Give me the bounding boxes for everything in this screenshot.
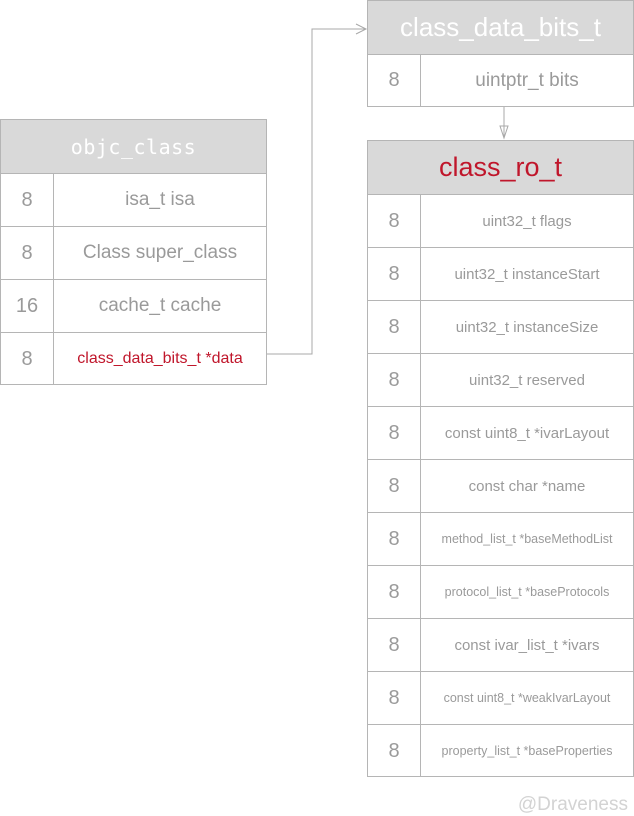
class-data-bits-title: class_data_bits_t <box>368 1 633 55</box>
field-size: 8 <box>368 195 421 247</box>
table-row: 16 cache_t cache <box>1 280 266 333</box>
field-decl: isa_t isa <box>125 189 195 210</box>
field-decl: uintptr_t bits <box>475 69 579 91</box>
table-row: 8 uintptr_t bits <box>368 55 633 106</box>
class-ro-title: class_ro_t <box>368 141 633 195</box>
class-data-bits-table: class_data_bits_t 8 uintptr_t bits <box>367 0 634 107</box>
table-row: 8 const char *name <box>368 460 633 513</box>
watermark: @Draveness <box>517 794 628 815</box>
data-pointer-field: class_data_bits_t *data <box>77 350 243 367</box>
field-size: 8 <box>368 672 421 724</box>
objc-class-title: objc_class <box>1 120 266 174</box>
field-size: 8 <box>368 407 421 459</box>
table-row: 8 uint32_t instanceSize <box>368 301 633 354</box>
data-to-bits-arrowhead <box>355 23 368 35</box>
field-decl: uint32_t reserved <box>469 371 585 389</box>
field-size: 16 <box>1 280 54 332</box>
table-row: 8 uint32_t reserved <box>368 354 633 407</box>
table-row: 8 const ivar_list_t *ivars <box>368 619 633 672</box>
table-row: 8 const uint8_t *weakIvarLayout <box>368 672 633 725</box>
field-size: 8 <box>368 566 421 618</box>
field-decl: method_list_t *baseMethodList <box>441 532 613 546</box>
field-size: 8 <box>368 301 421 353</box>
table-row: 8 class_data_bits_t *data <box>1 333 266 385</box>
data-to-bits-connector <box>267 28 366 355</box>
field-size: 8 <box>1 333 54 385</box>
field-size: 8 <box>368 513 421 565</box>
table-row: 8 isa_t isa <box>1 174 266 227</box>
field-size: 8 <box>368 55 421 106</box>
field-size: 8 <box>368 248 421 300</box>
field-decl: uint32_t instanceStart <box>454 265 600 283</box>
field-size: 8 <box>368 354 421 406</box>
objc-class-table: objc_class 8 isa_t isa 8 Class super_cla… <box>0 119 267 385</box>
field-decl: protocol_list_t *baseProtocols <box>444 585 610 599</box>
field-size: 8 <box>1 174 54 226</box>
field-size: 8 <box>1 227 54 279</box>
table-row: 8 uint32_t instanceStart <box>368 248 633 301</box>
field-size: 8 <box>368 725 421 777</box>
field-decl: Class super_class <box>82 242 238 263</box>
table-row: 8 property_list_t *baseProperties <box>368 725 633 777</box>
field-size: 8 <box>368 619 421 671</box>
field-decl: property_list_t *baseProperties <box>441 744 613 758</box>
table-row: 8 uint32_t flags <box>368 195 633 248</box>
field-decl: uint32_t flags <box>482 212 572 230</box>
field-decl: const ivar_list_t *ivars <box>454 636 600 654</box>
bits-to-ro-arrowhead <box>499 125 509 140</box>
field-decl: const char *name <box>468 477 586 495</box>
table-row: 8 Class super_class <box>1 227 266 280</box>
field-decl: uint32_t instanceSize <box>455 318 599 336</box>
field-decl: cache_t cache <box>98 295 222 316</box>
table-row: 8 method_list_t *baseMethodList <box>368 513 633 566</box>
field-size: 8 <box>368 460 421 512</box>
field-decl: const uint8_t *ivarLayout <box>444 424 610 442</box>
table-row: 8 const uint8_t *ivarLayout <box>368 407 633 460</box>
field-decl: const uint8_t *weakIvarLayout <box>443 691 611 705</box>
table-row: 8 protocol_list_t *baseProtocols <box>368 566 633 619</box>
